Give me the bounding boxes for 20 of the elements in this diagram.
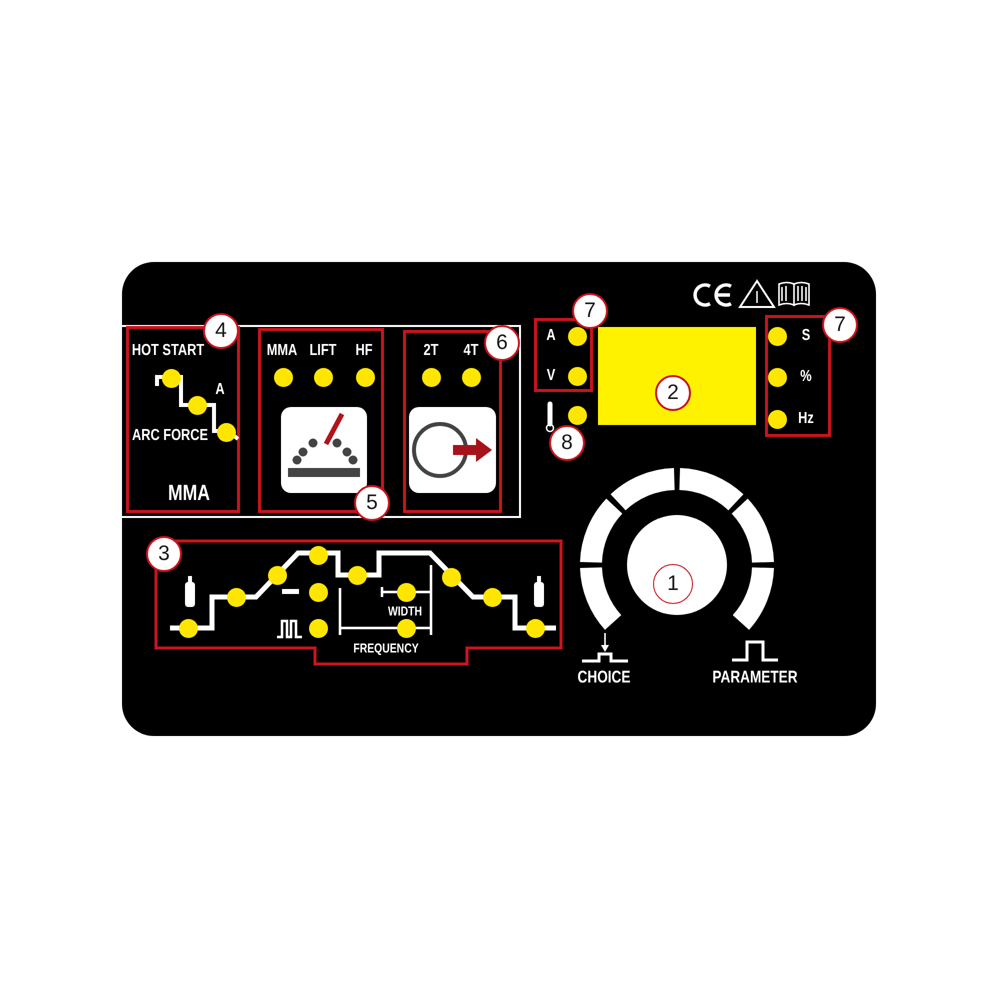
knob-label: PARAMETER	[712, 668, 798, 686]
panel-label: A	[546, 328, 556, 344]
panel-label: ARC FORCE	[132, 428, 208, 444]
panel-label: V	[546, 368, 556, 384]
panel-label: FREQUENCY	[353, 642, 419, 654]
panel-label: %	[800, 369, 812, 385]
panel-label: A	[215, 382, 225, 398]
panel-label: HOT START	[132, 343, 204, 359]
panel-label: S	[802, 328, 810, 344]
knob-label: CHOICE	[578, 668, 630, 686]
panel-label: 2T	[424, 343, 438, 359]
panel-label: Hz	[798, 411, 814, 427]
indicator-group	[154, 539, 564, 666]
panel-label: HF	[355, 343, 373, 359]
panel-label: 4T	[464, 343, 478, 359]
indicator-group	[258, 328, 384, 513]
panel-label: MMA	[266, 343, 298, 359]
panel-label: WIDTH	[388, 604, 422, 618]
panel-label: MMA	[168, 482, 210, 504]
panel-label: LIFT	[310, 343, 336, 359]
